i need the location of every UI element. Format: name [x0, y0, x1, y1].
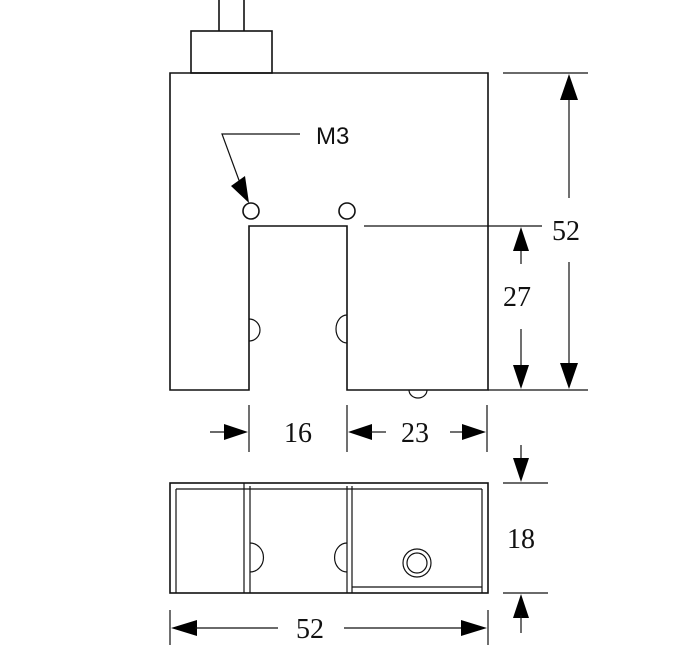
width-52-label: 52	[296, 614, 324, 645]
slot-depth-27-label: 27	[503, 282, 531, 313]
thickness-18-label: 18	[507, 524, 535, 555]
arrow-up	[560, 74, 578, 100]
arrow-down	[513, 458, 529, 482]
bottom-bump	[408, 389, 428, 399]
m3-label: M3	[316, 123, 349, 150]
height-dimension: 52	[364, 72, 588, 391]
receiver-bump	[334, 542, 348, 573]
arrow-down	[560, 363, 578, 389]
m3-leader-line	[221, 133, 300, 184]
slot-depth-dimension: 27	[503, 227, 531, 389]
m3-hole	[338, 202, 356, 220]
bottom-view	[169, 482, 489, 594]
thickness-dimension: 18	[503, 445, 548, 633]
right-width-23-label: 23	[401, 418, 429, 449]
slot-emitter-bump	[248, 318, 261, 342]
mounting-hole-inner	[406, 552, 428, 574]
arrow-right	[461, 620, 487, 636]
slot-width-16-label: 16	[284, 418, 312, 449]
arrow-right	[224, 424, 248, 440]
mounting-hole	[402, 548, 432, 578]
arrow-down	[513, 365, 529, 389]
emitter-bump	[249, 542, 264, 573]
m3-hole	[242, 202, 260, 220]
arrow-left	[171, 620, 197, 636]
width-dimensions: 16 23	[210, 405, 488, 452]
sensor-body-outline	[169, 72, 489, 391]
m3-leader-arrow	[231, 176, 249, 203]
arrow-left	[348, 424, 372, 440]
connector-housing	[190, 30, 273, 74]
height-52-label: 52	[552, 216, 580, 247]
bottom-view-outline	[169, 482, 489, 594]
front-view: M3	[169, 0, 489, 399]
arrow-up	[513, 227, 529, 251]
arrow-right	[462, 424, 486, 440]
slot-receiver-bump	[335, 314, 348, 344]
arrow-up	[513, 594, 529, 618]
bottom-width-dimension: 52	[169, 610, 489, 645]
